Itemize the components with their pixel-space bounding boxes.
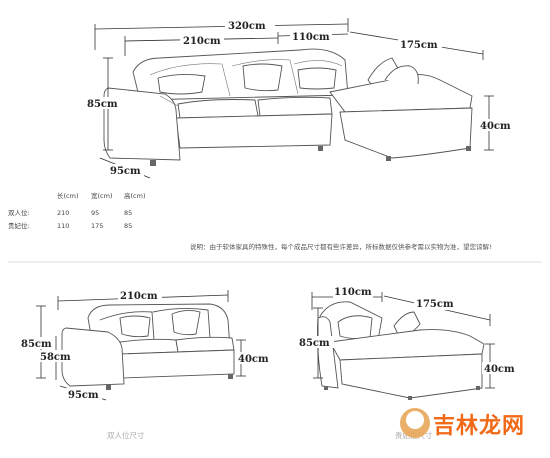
chaise-drawing bbox=[317, 301, 485, 400]
top-dimension-lines bbox=[86, 18, 514, 179]
chaise-width-label: 110cm bbox=[292, 32, 330, 43]
height-label: 85cm bbox=[87, 99, 118, 110]
col-header-width: 宽(cm) bbox=[91, 191, 112, 200]
cell-chaise-height: 85 bbox=[124, 222, 132, 230]
chaise-height-label-bottom: 85cm bbox=[299, 338, 330, 349]
loveseat-dimension-lines bbox=[20, 290, 272, 401]
cell-chaise-length: 110 bbox=[57, 222, 69, 230]
depth-label: 95cm bbox=[110, 166, 141, 177]
watermark-logo-icon bbox=[400, 408, 430, 438]
loveseat-height-label: 85cm bbox=[21, 339, 52, 350]
seat-height-label: 40cm bbox=[480, 121, 511, 132]
disclaimer-note: 说明：由于软体家具的特殊性，每个成品尺寸都有些许差异，所标数据仅供参考需以实物为… bbox=[190, 242, 492, 251]
col-header-length: 长(cm) bbox=[57, 191, 78, 200]
col-header-height: 高(cm) bbox=[124, 191, 145, 200]
loveseat-depth-label: 95cm bbox=[68, 390, 99, 401]
cell-chaise-width: 175 bbox=[91, 222, 103, 230]
row-name-loveseat: 双人位: bbox=[8, 208, 30, 217]
loveseat-width-label: 210cm bbox=[183, 36, 221, 47]
chaise-width-label-bottom: 110cm bbox=[334, 287, 372, 298]
row-name-chaise: 贵妃位: bbox=[8, 221, 30, 230]
cell-loveseat-height: 85 bbox=[124, 209, 132, 217]
spec-table: 长(cm) 宽(cm) 高(cm) 双人位: 210 95 85 贵妃位: 11… bbox=[8, 191, 145, 230]
chaise-length-label: 175cm bbox=[400, 40, 438, 51]
loveseat-caption: 双人位尺寸 bbox=[107, 430, 145, 440]
chaise-length-label-bottom: 175cm bbox=[416, 299, 454, 310]
cell-loveseat-width: 95 bbox=[91, 209, 99, 217]
loveseat-arm-height-label: 40cm bbox=[238, 354, 269, 365]
chaise-seat-height-label-bottom: 40cm bbox=[484, 364, 515, 375]
loveseat-drawing bbox=[61, 303, 235, 390]
total-width-label: 320cm bbox=[228, 21, 266, 32]
cell-loveseat-length: 210 bbox=[57, 209, 69, 217]
loveseat-seat-height-label: 58cm bbox=[40, 352, 71, 363]
chaise-dimension-lines bbox=[298, 286, 518, 389]
loveseat-width-label: 210cm bbox=[120, 291, 158, 302]
watermark-text: 吉林龙网 bbox=[433, 414, 526, 439]
sectional-sofa-drawing bbox=[103, 48, 473, 166]
